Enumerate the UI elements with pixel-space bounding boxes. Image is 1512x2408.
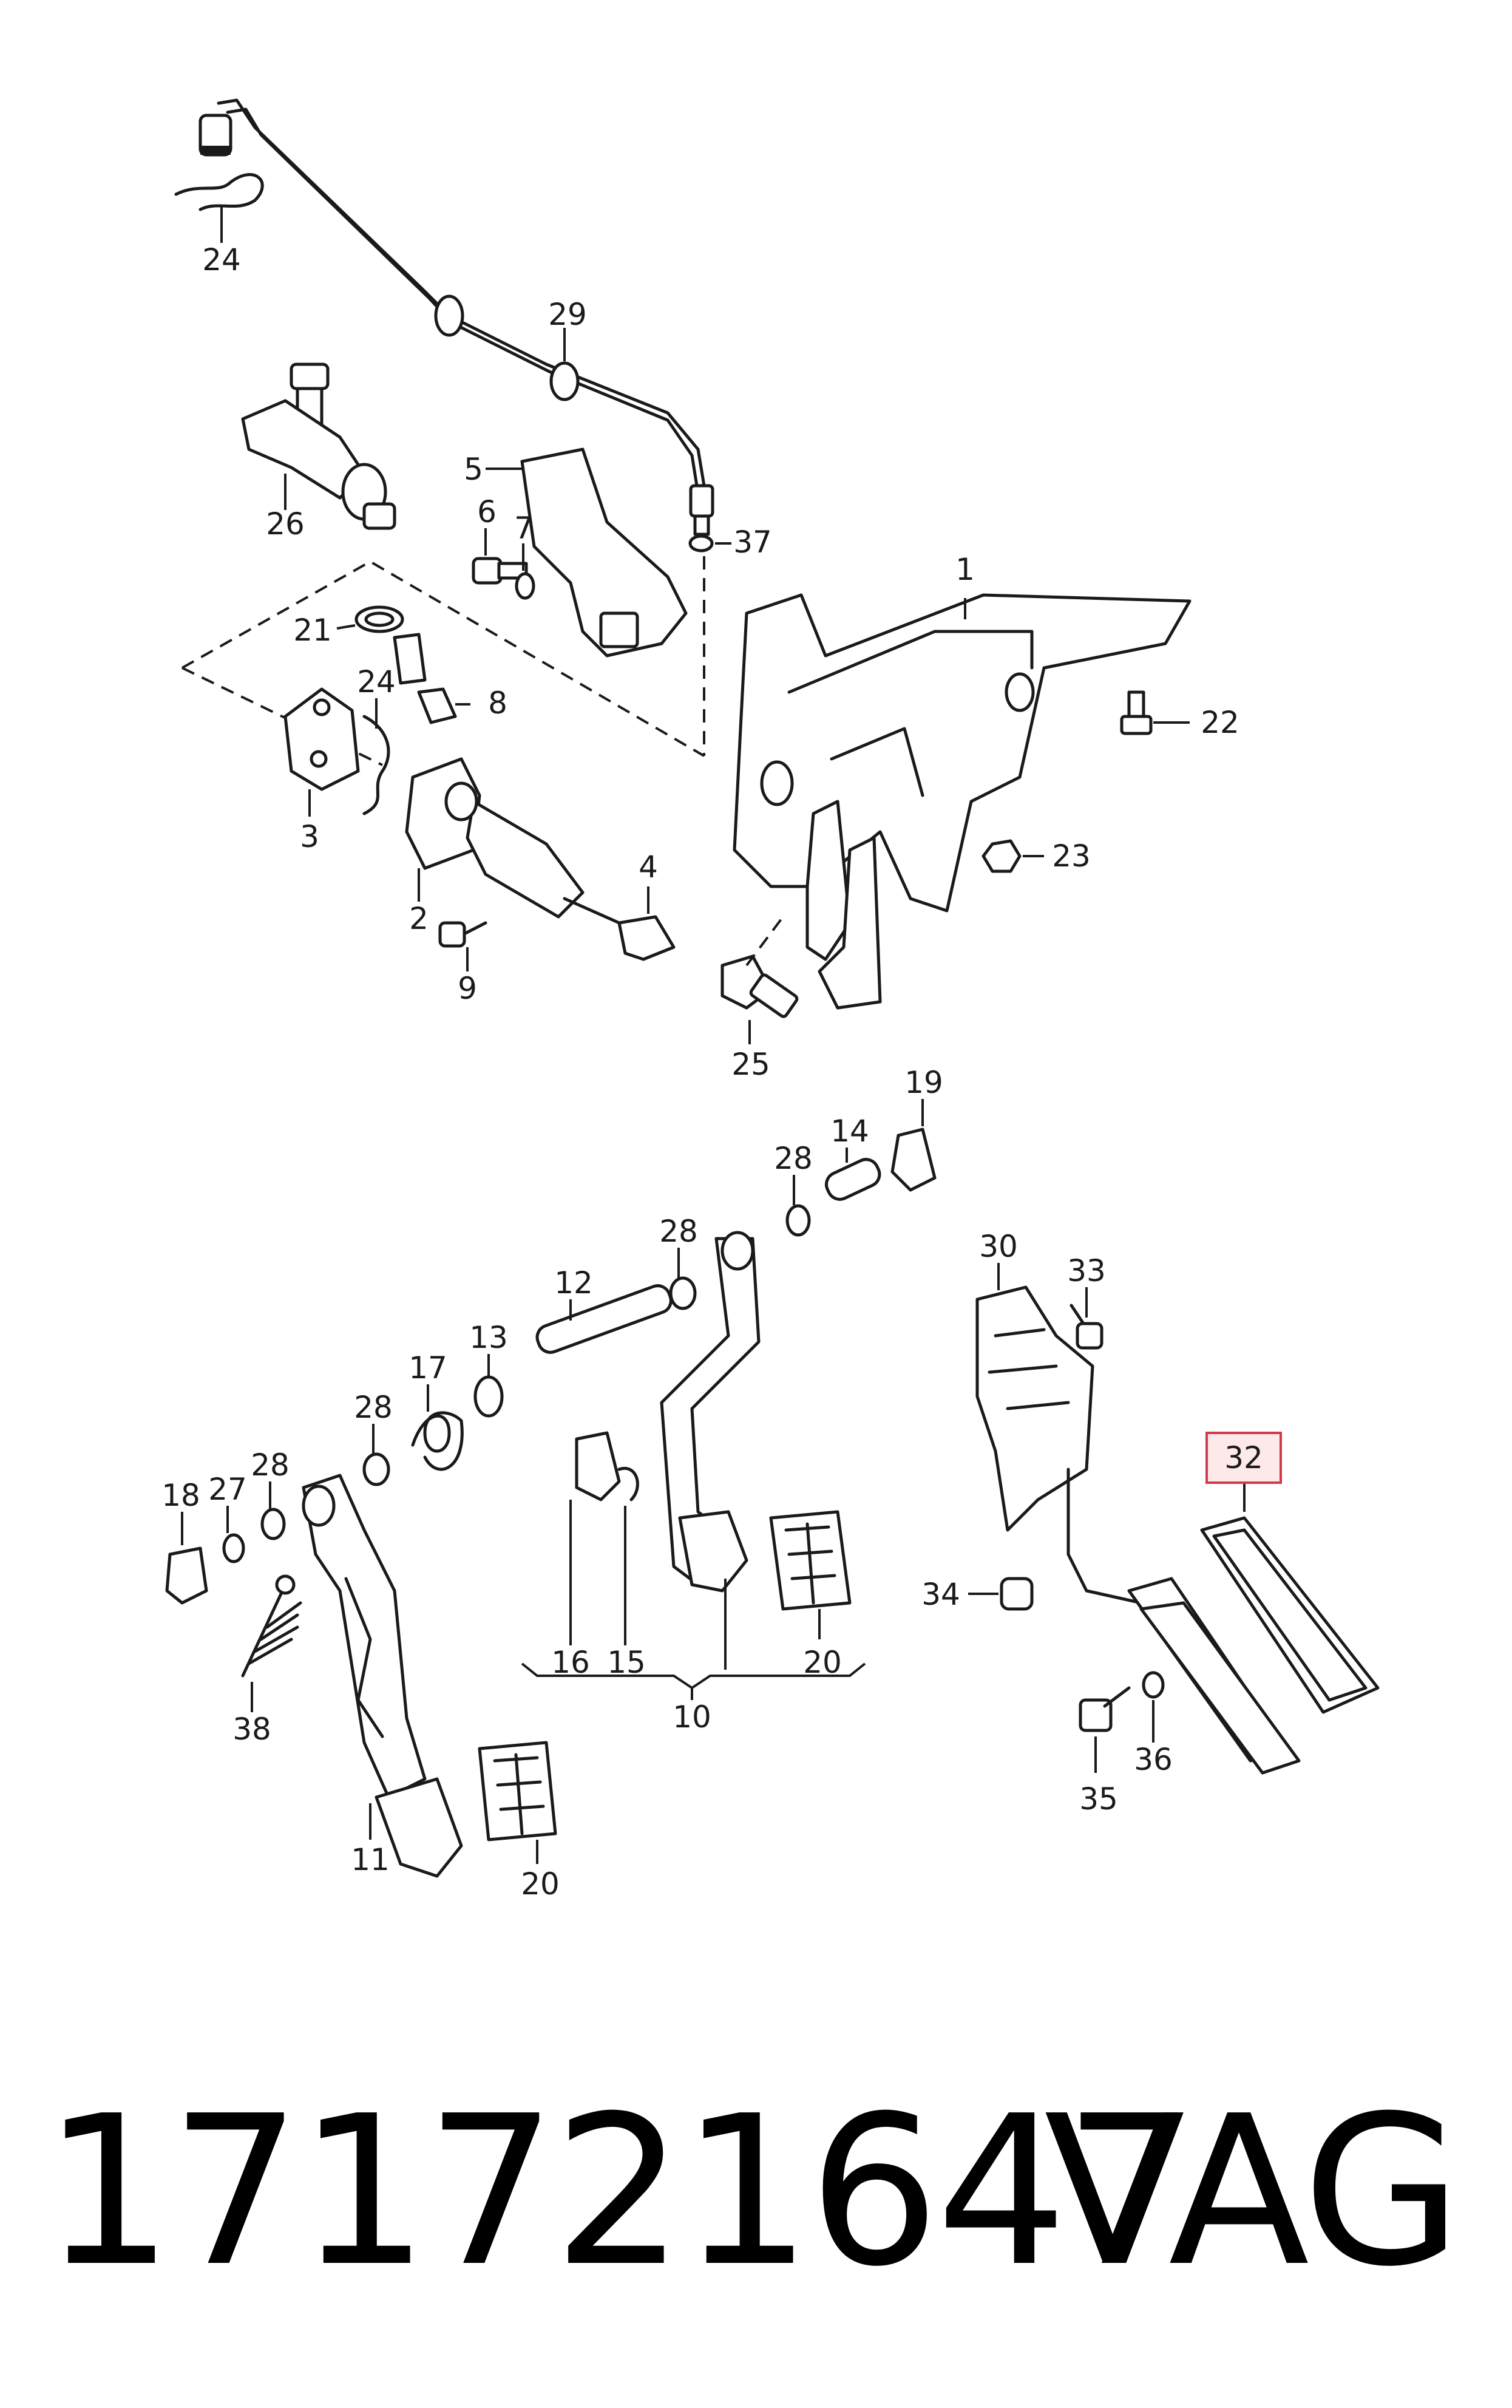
callout-29: 29 [548,297,587,332]
shaft-12 [535,1284,673,1354]
callout-25: 25 [731,1047,770,1082]
callout-10: 10 [673,1699,711,1735]
pedal-pad-20-b [478,1741,557,1864]
callout-7: 7 [514,511,534,546]
callout-28-a: 28 [774,1141,813,1176]
clip-15 [617,1466,639,1645]
callout-4: 4 [639,849,658,885]
callout-15: 15 [607,1645,646,1680]
clutch-pedal-11 [302,1474,463,1878]
washer-36 [1142,1671,1165,1743]
washer-28-c [362,1424,390,1486]
clip-24-middle [362,698,390,815]
brake-pedal [660,1231,761,1670]
callout-2: 2 [409,901,429,936]
callout-12: 12 [554,1265,593,1301]
bracket-5 [486,447,688,658]
bushing-14 [824,1148,881,1201]
callout-5: 5 [464,452,483,487]
callout-6: 6 [477,494,497,529]
hydraulic-line-assembly [198,98,714,536]
callout-28-b: 28 [659,1214,698,1249]
callout-17: 17 [409,1350,447,1386]
callout-8: 8 [488,685,507,721]
callout-35: 35 [1079,1781,1118,1817]
callout-14: 14 [830,1114,869,1149]
callout-34: 34 [921,1577,960,1612]
spring-38 [241,1574,302,1712]
callout-1: 1 [955,552,975,587]
washer-28-b [669,1248,697,1310]
washer-7 [515,543,535,600]
bolt-22 [1120,690,1190,735]
washer-28-a [785,1175,811,1237]
callout-16: 16 [551,1645,590,1680]
callout-13: 13 [469,1320,508,1355]
washer-28-d [260,1481,286,1540]
callout-9: 9 [458,971,477,1006]
callout-27: 27 [208,1472,247,1507]
callout-38: 38 [232,1712,271,1747]
callout-11: 11 [351,1842,390,1877]
assembly-frame [181,560,705,757]
washer-27 [222,1506,245,1563]
bushing-13 [473,1354,504,1418]
hose-clamp-21 [336,605,404,633]
master-cylinder-2 [405,757,621,925]
o-ring-37 [688,534,731,553]
callout-32: 32 [1224,1440,1263,1475]
accelerator-module-30 [975,1263,1143,1605]
callout-19: 19 [904,1065,943,1100]
callout-22: 22 [1201,705,1239,740]
pedal-bracket-1 [733,593,1192,1010]
clip-4 [617,886,676,961]
screw-35 [1079,1686,1131,1773]
callout-24-top: 24 [202,242,241,277]
stop-34 [968,1577,1034,1611]
gasket-3 [283,687,360,817]
callout-labels: 24 29 26 5 6 7 37 1 21 24 8 22 3 4 23 2 … [161,242,1263,1902]
callout-20-a: 20 [803,1645,842,1680]
callout-28-d: 28 [251,1447,290,1483]
nut-23 [981,839,1044,873]
callout-37: 37 [733,525,772,560]
hose-8 [393,633,470,724]
clip-16 [569,1431,621,1645]
accelerator-pedal-32 [1127,1475,1380,1775]
callout-21: 21 [293,613,332,648]
brand-name: VAG [1044,2072,1462,2312]
callout-20-b: 20 [521,1866,560,1902]
bolt-6 [472,528,528,585]
callout-18: 18 [161,1478,200,1513]
bolt-33 [1070,1287,1103,1350]
callout-24-middle: 24 [357,664,396,699]
part-number: 171721647 [42,2072,1195,2312]
callout-28-c: 28 [354,1390,393,1425]
bolt-9 [438,921,487,971]
spring-17 [411,1384,464,1471]
callout-36: 36 [1134,1742,1173,1777]
pedal-pad-20-a [769,1510,852,1639]
callout-26: 26 [266,506,305,542]
fitting-26 [241,362,396,530]
callout-23: 23 [1052,838,1091,874]
clip-24-top [174,173,264,243]
callout-3: 3 [300,819,319,854]
highlighted-part-box [1205,1432,1282,1484]
clip-18 [165,1512,208,1605]
clip-19 [890,1099,937,1192]
callout-30: 30 [979,1229,1018,1264]
callout-33: 33 [1067,1253,1106,1288]
switch-25 [720,916,799,1044]
